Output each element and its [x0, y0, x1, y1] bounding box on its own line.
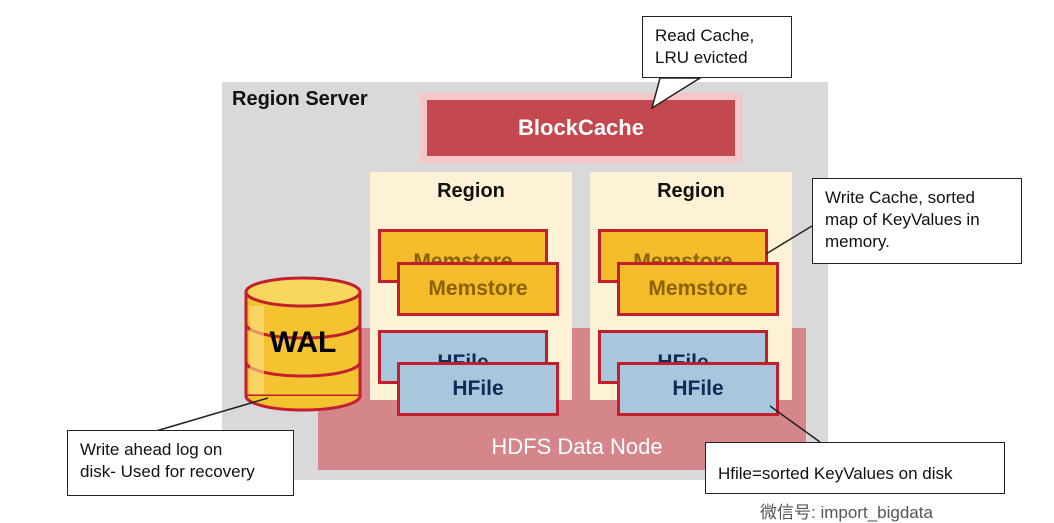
hfile-callout: Hfile=sorted KeyValues on disk [705, 442, 1005, 494]
wal-cylinder-icon [244, 276, 362, 412]
region-server-title: Region Server [232, 88, 368, 110]
write-cache-callout: Write Cache, sorted map of KeyValues in … [812, 178, 1022, 264]
watermark: 微信号: import_bigdata [760, 503, 933, 522]
callout-line: Write Cache, sorted [825, 188, 975, 207]
region-1-hfile-front: HFile [397, 362, 559, 416]
wal-callout: Write ahead log on disk- Used for recove… [67, 430, 294, 496]
hfile-label: HFile [672, 377, 724, 400]
callout-line: disk- Used for recovery [80, 462, 255, 482]
callout-line: Hfile=sorted KeyValues on disk [718, 463, 953, 483]
wal-label: WAL [269, 326, 337, 359]
memstore-label: Memstore [428, 277, 528, 300]
blockcache-label: BlockCache [518, 115, 644, 140]
callout-line: Read Cache, [655, 26, 755, 45]
region-1-title: Region [437, 180, 505, 202]
hfile-label: HFile [452, 377, 504, 400]
callout-line: LRU evicted [655, 48, 748, 68]
blockcache: BlockCache [425, 98, 737, 158]
memstore-label: Memstore [648, 277, 748, 300]
callout-line: map of KeyValues in [825, 210, 980, 230]
region-2-title: Region [657, 180, 725, 202]
callout-line: memory. [825, 232, 890, 252]
callout-line: Write ahead log on [80, 440, 223, 459]
region-2-hfile-front: HFile [617, 362, 779, 416]
region-2-memstore-front: Memstore [617, 262, 779, 316]
region-1-memstore-front: Memstore [397, 262, 559, 316]
hdfs-data-node-label: HDFS Data Node [491, 434, 663, 459]
read-cache-callout: Read Cache, LRU evicted [642, 16, 792, 78]
